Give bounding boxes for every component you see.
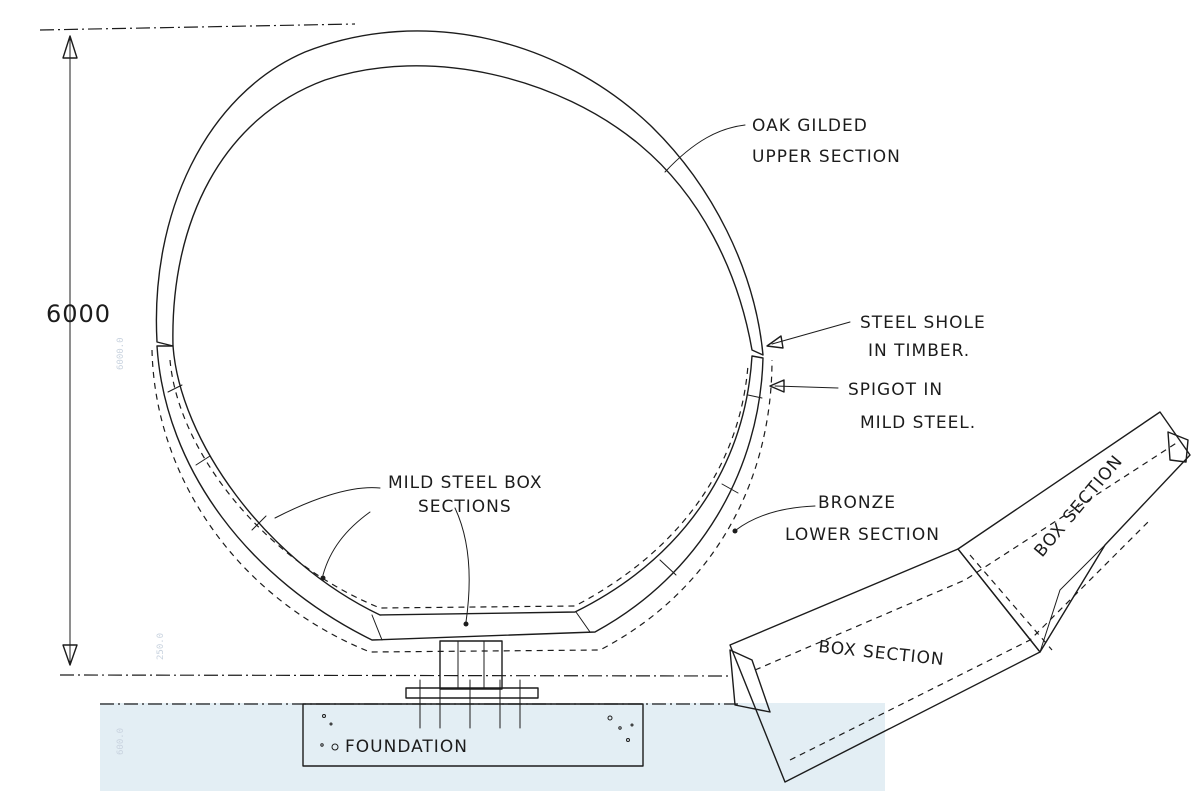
foundation-marker <box>331 743 339 751</box>
box-dot-2 <box>463 621 469 627</box>
box-section-label-lower: BOX SECTION <box>817 637 945 670</box>
bronze-label-2: LOWER SECTION <box>785 525 940 545</box>
shoe-leader <box>771 321 851 345</box>
box-section-tip <box>1167 431 1189 463</box>
faint-dim-6000: 6000.0 <box>116 337 126 370</box>
spigot-label-2: MILD STEEL. <box>860 413 976 433</box>
spigot-leader <box>774 385 839 389</box>
spigot-arrow <box>769 379 785 393</box>
box-section-upper-face <box>957 411 1191 653</box>
bronze-outer-dashed-edge <box>151 349 773 653</box>
foundation-speckles <box>320 714 634 747</box>
box-section-end-cap <box>729 649 771 713</box>
steel-lower-ring <box>156 345 764 641</box>
spigot-label-1: SPIGOT IN <box>848 380 943 400</box>
box-section-joint-2 <box>969 554 1053 651</box>
shoe-label-1: STEEL SHOLE <box>860 313 986 333</box>
shoe-label-2: IN TIMBER. <box>868 341 970 361</box>
ground-area <box>100 703 885 791</box>
top-datum-line <box>39 23 356 31</box>
oak-label-1: OAK GILDED <box>752 116 868 136</box>
shoe-arrow <box>766 335 784 349</box>
anchor-bolts <box>419 679 521 729</box>
oak-leader <box>664 124 746 173</box>
faint-dim-600: 600.0 <box>116 728 126 755</box>
height-arrow-top <box>62 35 78 59</box>
box-section-joint <box>957 548 1041 653</box>
oak-upper-section <box>155 30 764 356</box>
bronze-label-1: BRONZE <box>818 493 896 513</box>
oak-label-2: UPPER SECTION <box>752 147 901 167</box>
box-section-stand <box>1039 544 1106 653</box>
base-plate <box>405 687 539 699</box>
bronze-leader <box>735 505 816 531</box>
base-datum-line <box>59 674 731 677</box>
faint-dim-250: 250.0 <box>156 633 166 660</box>
box-label-1: MILD STEEL BOX <box>388 473 542 493</box>
box-section-joints <box>167 384 763 641</box>
box-leader-right <box>454 507 470 623</box>
bronze-leader-dot <box>732 528 738 534</box>
height-arrow-bottom <box>62 644 78 666</box>
support-post <box>439 640 503 690</box>
height-label: 6000 <box>46 300 111 328</box>
box-label-2: SECTIONS <box>418 497 512 517</box>
box-section-dashed-seam-1 <box>754 441 1179 671</box>
box-leader-left <box>274 487 381 519</box>
foundation-label: FOUNDATION <box>345 737 468 757</box>
box-leader-mid <box>322 511 371 576</box>
box-dot-1 <box>320 575 326 581</box>
